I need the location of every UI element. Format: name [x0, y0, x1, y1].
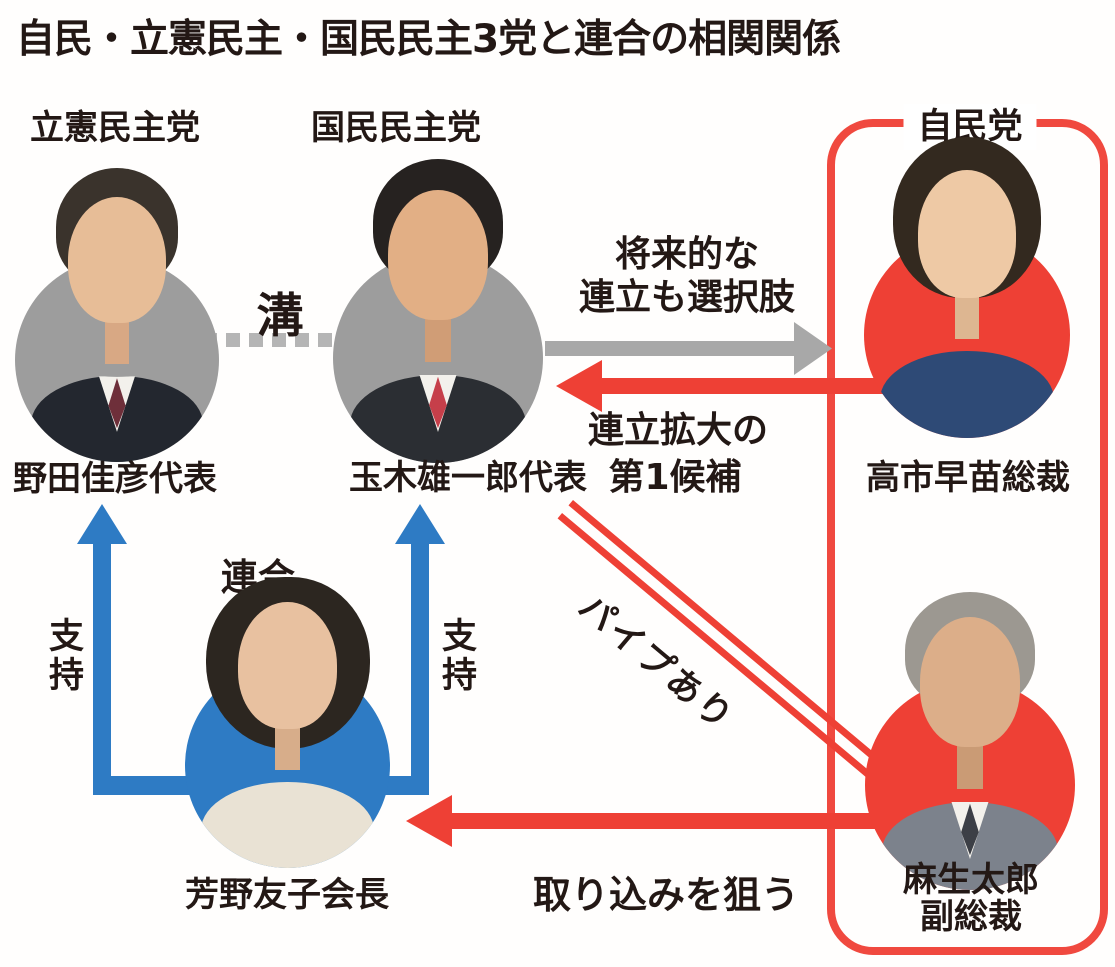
future-coalition-label-line1: 将来的な: [614, 234, 760, 275]
name-aso-line1: 麻生太郎: [903, 860, 1039, 900]
photo-aso-suit: [881, 801, 1059, 890]
name-takaichi: 高市早苗総裁: [866, 458, 1070, 498]
photo-noda-face: [68, 196, 166, 324]
coalition-expand-arrow-head: [556, 360, 602, 412]
support-arrow-left-head: [77, 504, 127, 544]
name-yoshino: 芳野友子会長: [185, 875, 389, 915]
photo-noda: [15, 168, 219, 462]
photo-takaichi: [864, 137, 1070, 438]
support-label-left: 支持: [43, 617, 83, 695]
photo-tamaki: [333, 158, 543, 463]
photo-yoshino-top: [201, 781, 374, 868]
support-arrow-right-shaft: [411, 540, 429, 780]
support-arrow-right-head: [395, 504, 445, 544]
photo-yoshino: [185, 576, 390, 868]
win-over-arrow-shaft: [440, 813, 970, 829]
photo-yoshino-face: [238, 601, 337, 729]
page-title: 自民・立憲民主・国民民主3党と連合の相関関係: [16, 17, 841, 62]
photo-aso-face: [919, 617, 1021, 748]
rift-dotted-line: [203, 333, 349, 347]
coalition-expand-label-line1: 連立拡大の: [587, 410, 769, 451]
rift-label: 溝: [256, 289, 304, 344]
coalition-expand-label-line2: 第1候補: [608, 457, 742, 498]
support-arrow-left-shaft: [93, 540, 111, 780]
photo-takaichi-jacket: [880, 351, 1054, 438]
photo-tamaki-suit: [349, 374, 527, 463]
win-over-arrow-head: [406, 795, 452, 847]
group-label-dpp: 国民民主党: [311, 108, 481, 148]
support-label-right: 支持: [436, 617, 476, 695]
group-label-cdp: 立憲民主党: [30, 108, 200, 148]
photo-tamaki-face: [387, 190, 489, 321]
name-aso-line2: 副総裁: [920, 897, 1022, 937]
photo-takaichi-face: [917, 170, 1017, 298]
future-coalition-arrow-shaft: [545, 341, 797, 356]
win-over-label: 取り込みを狙う: [532, 873, 800, 917]
future-coalition-label-line2: 連立も選択肢: [578, 277, 796, 318]
photo-noda-suit: [31, 376, 203, 462]
photo-aso: [865, 591, 1075, 890]
name-noda: 野田佳彦代表: [13, 459, 217, 499]
name-tamaki: 玉木雄一郎代表: [349, 458, 587, 498]
